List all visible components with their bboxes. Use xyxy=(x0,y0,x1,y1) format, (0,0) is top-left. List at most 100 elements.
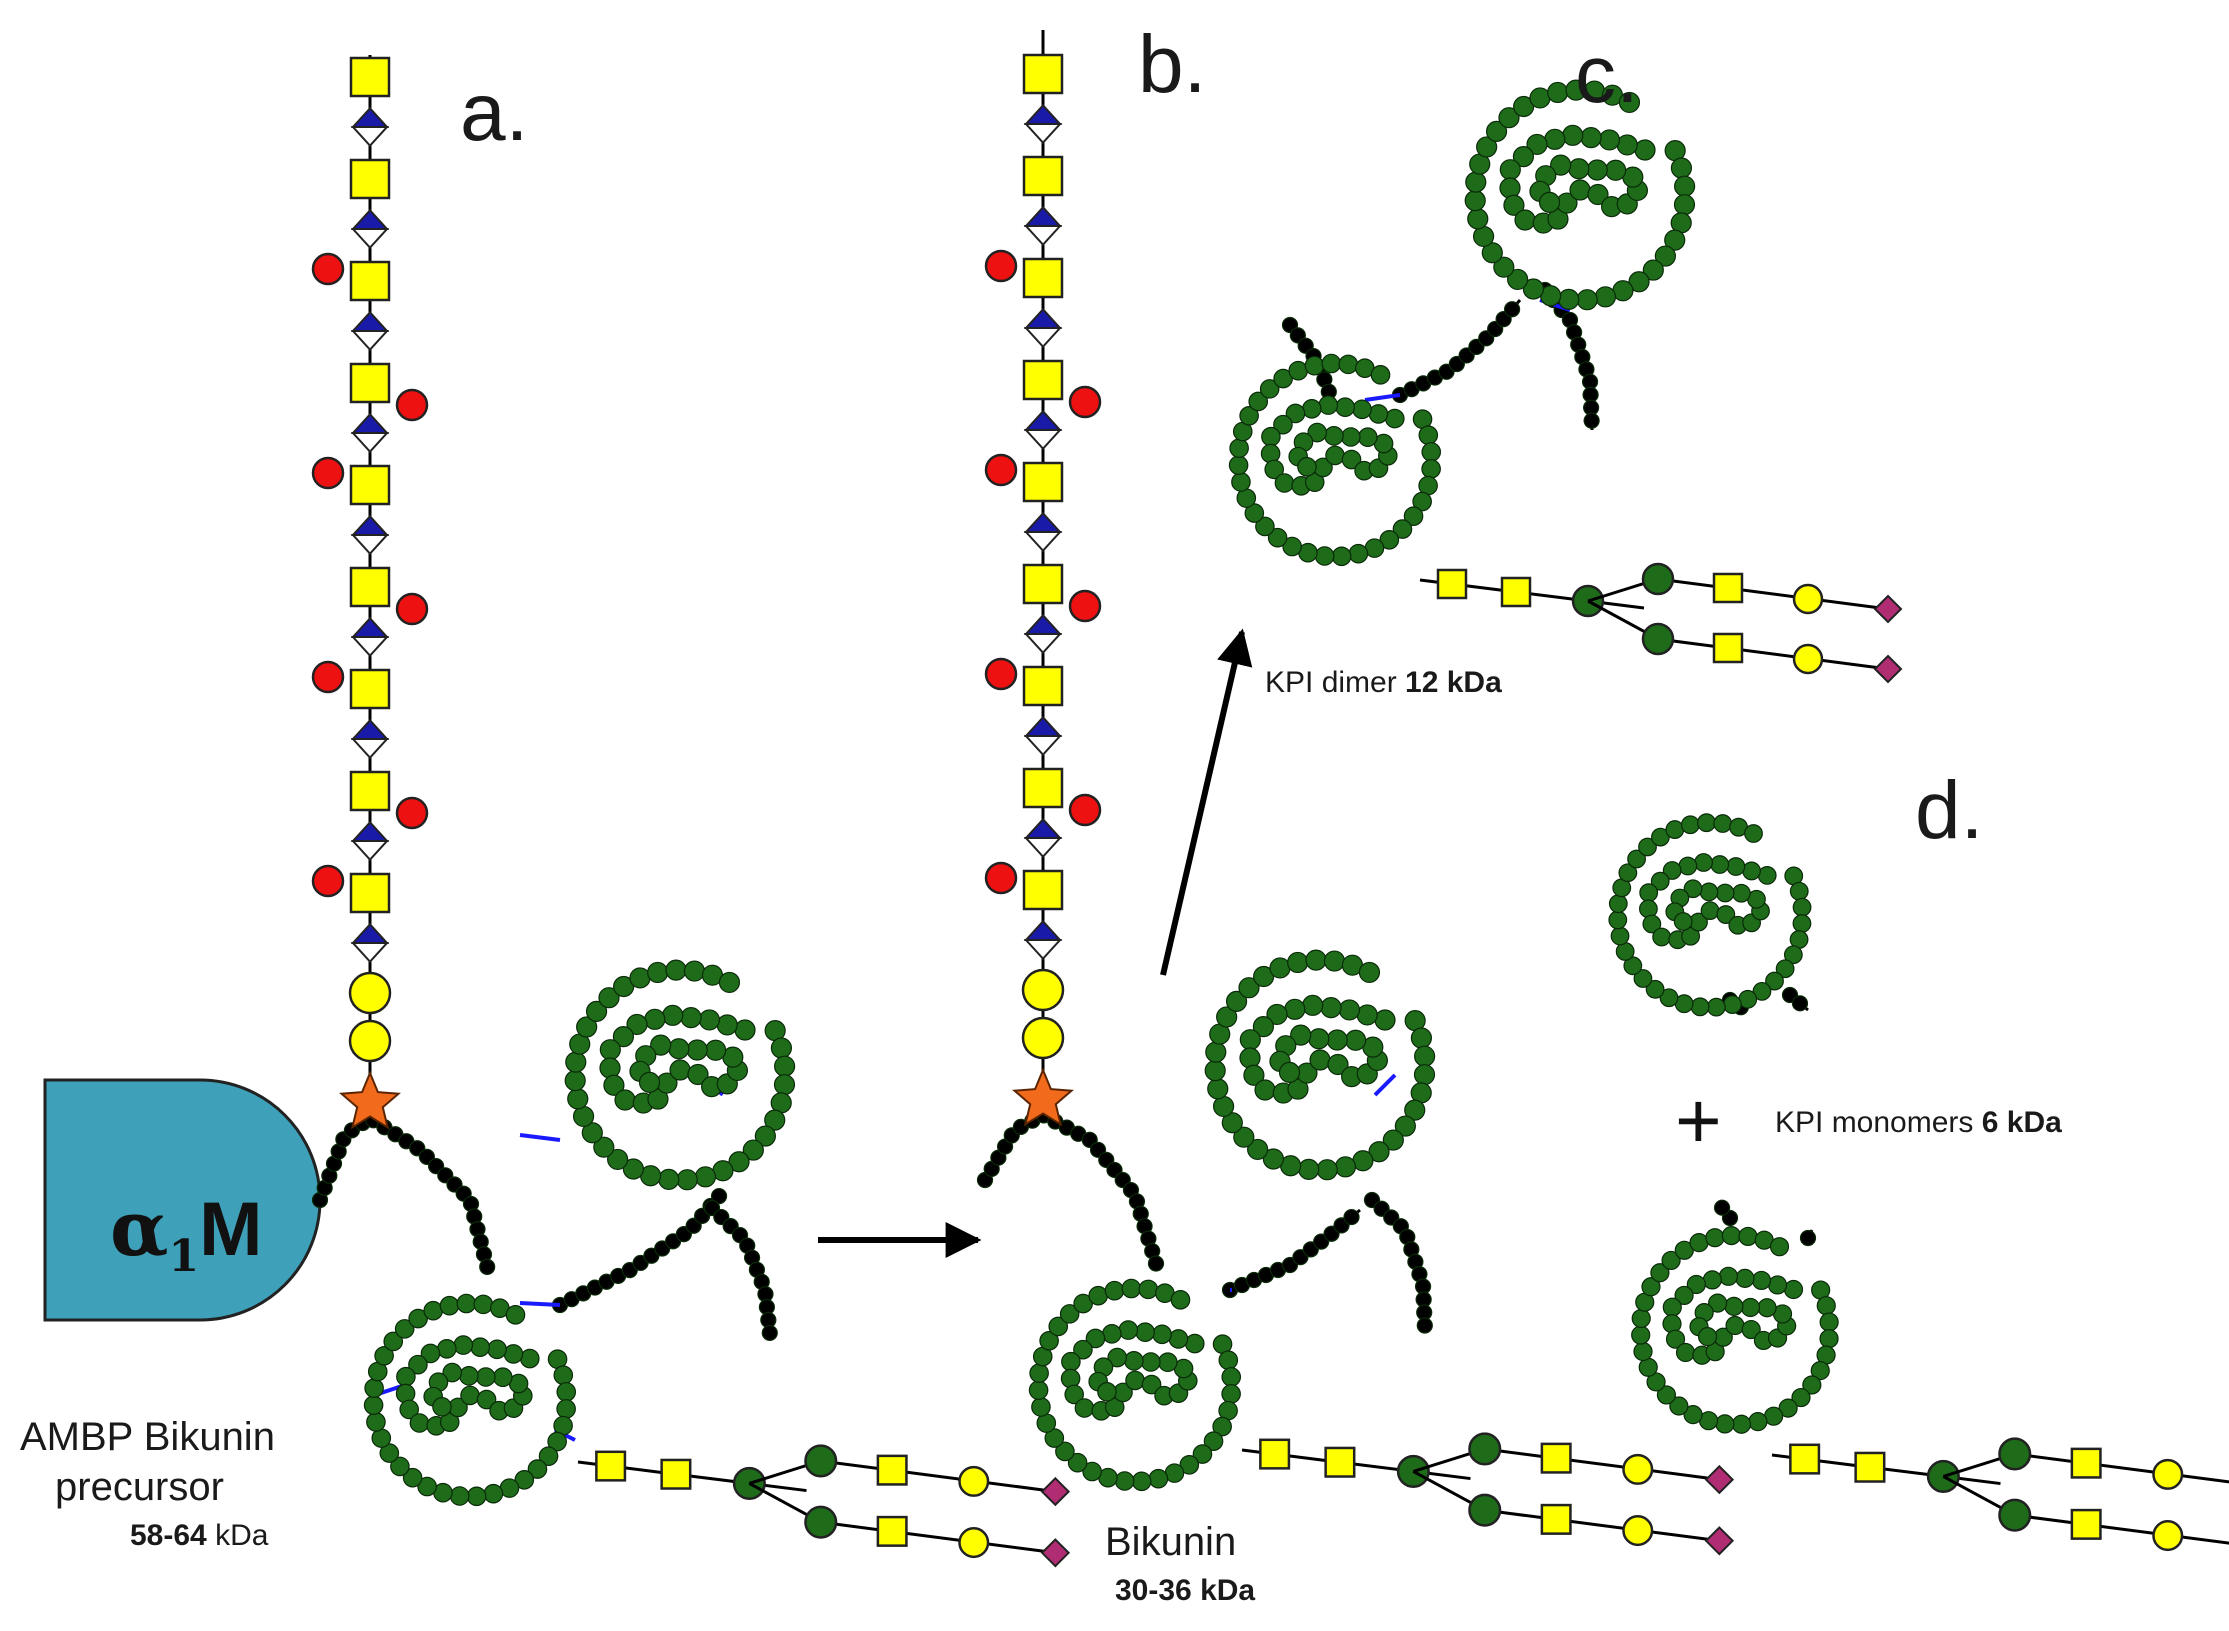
kunitz-residue xyxy=(1064,1384,1085,1405)
kunitz-residue xyxy=(1526,133,1548,156)
kunitz-residue xyxy=(1207,1078,1229,1100)
glucuronic-acid-symbol xyxy=(1023,103,1063,125)
kunitz-residue xyxy=(565,1051,587,1073)
kunitz-residue xyxy=(1403,506,1424,526)
xylose-star-icon xyxy=(339,1070,401,1130)
glucuronic-acid-symbol xyxy=(350,636,390,658)
sialic-acid-symbol xyxy=(1873,654,1903,684)
kunitz-residue xyxy=(1379,530,1400,550)
kunitz-residue xyxy=(1642,914,1662,934)
kunitz-residue xyxy=(1102,1323,1122,1344)
kunitz-residue xyxy=(1757,1298,1777,1318)
kunitz-residue xyxy=(1718,1266,1739,1286)
glucuronic-acid-symbol xyxy=(350,432,390,454)
kunitz-residue xyxy=(1662,861,1682,880)
kunitz-residue xyxy=(1204,1060,1226,1082)
kunitz-residue xyxy=(1267,527,1288,548)
kunitz-residue xyxy=(774,1055,796,1077)
glucuronic-acid-symbol xyxy=(1023,939,1063,961)
glcnac-square xyxy=(2070,1447,2102,1479)
mannose-circle xyxy=(1641,562,1675,596)
kunitz-residue xyxy=(1631,1325,1651,1345)
kunitz-residue xyxy=(1298,1158,1320,1180)
kunitz-residue xyxy=(1673,194,1696,216)
kunitz-residue xyxy=(1499,177,1521,199)
kunitz-residue xyxy=(476,1367,496,1387)
kunitz-residue xyxy=(1074,1398,1095,1418)
kunitz-residue xyxy=(1742,861,1761,881)
kunitz-residue xyxy=(1731,883,1751,903)
kunitz-residue xyxy=(1352,399,1372,420)
kunitz-residue xyxy=(1465,171,1487,193)
kunitz-residue xyxy=(1261,426,1281,447)
glucuronic-acid-symbol xyxy=(350,534,390,556)
kunitz-residue xyxy=(1708,1293,1728,1313)
kunitz-residue xyxy=(460,1385,480,1406)
glucuronic-acid-symbol xyxy=(350,942,390,964)
glucuronic-acid-symbol xyxy=(350,820,390,842)
kunitz-residue xyxy=(1618,863,1638,883)
kunitz-residue xyxy=(1765,971,1784,991)
kunitz-residue xyxy=(473,1294,494,1315)
kunitz-residue xyxy=(1721,1226,1741,1246)
kunitz-residue xyxy=(487,1339,507,1360)
kunitz-residue xyxy=(1580,127,1602,149)
kunitz-residue xyxy=(754,1125,776,1147)
sulfate-circle xyxy=(984,657,1018,691)
kunitz-residue xyxy=(453,1335,474,1355)
kunitz-residue xyxy=(1061,1351,1081,1372)
kunitz-residue xyxy=(1278,1061,1301,1083)
kunitz-residue xyxy=(1783,1279,1804,1300)
kunitz-residue xyxy=(1558,288,1580,310)
sialic-acid-symbol xyxy=(1704,1526,1735,1556)
kunitz-residue xyxy=(626,1013,648,1036)
kunitz-residue xyxy=(1499,159,1521,181)
kunitz-residue xyxy=(1686,1274,1706,1295)
kunitz-residue xyxy=(668,1038,690,1060)
glucuronic-acid-symbol xyxy=(1023,327,1063,349)
kunitz-residue xyxy=(1055,1441,1075,1462)
disulfide-bond xyxy=(1364,393,1401,402)
kunitz-residue xyxy=(366,1412,386,1432)
kunitz-residue xyxy=(734,1019,756,1041)
kunitz-residue xyxy=(1819,1312,1839,1332)
kunitz-residue xyxy=(1498,107,1520,129)
kunitz-residue xyxy=(1282,536,1302,557)
galactose-circle xyxy=(2152,1458,2184,1490)
dimer-c-terminal-tail-residue xyxy=(1583,412,1600,429)
galnac-square xyxy=(349,158,391,200)
kunitz-residue xyxy=(1775,959,1795,979)
glucuronic-acid-symbol xyxy=(1023,409,1063,431)
kunitz-residue xyxy=(1287,951,1309,974)
kunitz-residue xyxy=(1374,1009,1396,1031)
kunitz-residue xyxy=(1168,1329,1189,1349)
galactose-circle xyxy=(1622,1453,1654,1485)
kunitz-residue xyxy=(409,1413,430,1433)
kunitz-residue xyxy=(1073,1339,1093,1360)
kunitz-residue xyxy=(1683,879,1703,899)
kunitz-residue xyxy=(1726,857,1746,876)
alpha1m-label: α1M xyxy=(110,1184,262,1282)
kunitz-residue xyxy=(1642,259,1664,281)
dimer-linker-residue xyxy=(1503,301,1521,318)
galnac-square xyxy=(349,566,391,608)
kunitz-residue xyxy=(1243,1064,1265,1086)
kunitz-residue xyxy=(1587,183,1609,206)
kunitz-residue xyxy=(1221,1112,1243,1134)
kunitz-residue xyxy=(647,961,669,984)
kunitz-residue xyxy=(1233,1126,1255,1148)
glucuronic-acid-symbol xyxy=(350,330,390,352)
kunitz-domain-1 xyxy=(1204,949,1436,1181)
glucuronic-acid-symbol xyxy=(1023,837,1063,859)
kunitz-residue xyxy=(564,1070,586,1092)
kunitz-residue xyxy=(556,1399,576,1419)
kunitz-residue xyxy=(1697,1327,1718,1347)
glucuronic-acid-symbol xyxy=(1023,307,1063,329)
glcnac-square xyxy=(1540,1503,1572,1535)
kunitz-residue xyxy=(1641,1277,1661,1297)
monomer-tail-residue xyxy=(1713,1199,1731,1216)
kunitz-residue xyxy=(1218,1350,1239,1370)
kunitz-domain-2 xyxy=(1228,353,1442,567)
kunitz-residue xyxy=(1752,981,1772,1001)
kunitz-residue xyxy=(1259,379,1280,399)
